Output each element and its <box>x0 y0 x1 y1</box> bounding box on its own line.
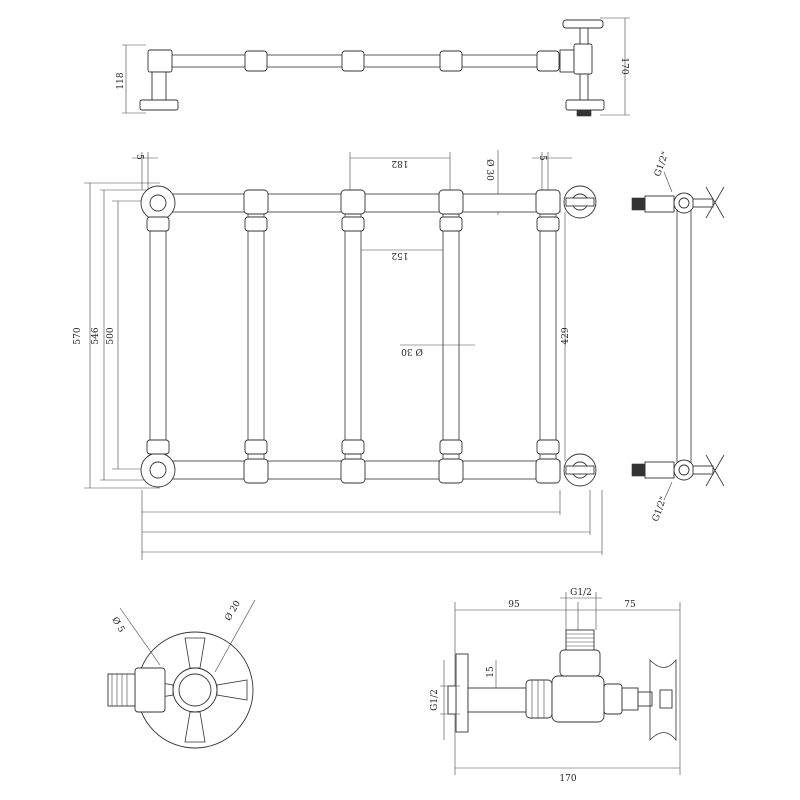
valve-side-view: 95 75 G1/2 G1/2 15 170 <box>430 588 681 784</box>
side-bottom-thread-label: G1/2" <box>651 495 669 523</box>
right-dim-label: 75 <box>624 600 636 610</box>
valve-overall-label: 170 <box>559 774 576 784</box>
bar-length-label: 429 <box>561 327 571 344</box>
bar-collars <box>146 189 561 484</box>
side-top-thread-label: G1/2" <box>653 150 671 178</box>
side-view: G1/2" G1/2" <box>631 150 725 523</box>
top-view-depth-label: 170 <box>619 57 629 74</box>
valve-height-label: 15 <box>486 666 496 678</box>
centres-height-label: 546 <box>91 327 101 344</box>
top-rail-dia-label: Ø 30 <box>484 159 495 181</box>
top-view: 118 170 <box>116 17 630 117</box>
dia-small-label: Ø 5 <box>109 615 127 635</box>
overall-height-label: 570 <box>73 327 83 344</box>
front-view: 5 182 Ø 30 5 570 546 500 <box>73 150 603 560</box>
offset-right-label: 5 <box>537 155 547 161</box>
bar-dia-label: Ø 30 <box>401 346 423 357</box>
inner-height-label: 500 <box>106 327 116 344</box>
spacing-label: 182 <box>391 158 408 168</box>
thread-top-label: G1/2 <box>570 588 592 598</box>
offset-left-label: 5 <box>134 154 144 160</box>
left-dim-label: 95 <box>508 600 520 610</box>
top-view-height-label: 118 <box>116 72 126 89</box>
inner-spacing-label: 152 <box>391 250 408 260</box>
dia-large-label: Ø 20 <box>223 598 244 623</box>
valve-end-view: Ø 5 Ø 20 <box>107 598 256 749</box>
thread-left-label: G1/2 <box>430 689 440 711</box>
